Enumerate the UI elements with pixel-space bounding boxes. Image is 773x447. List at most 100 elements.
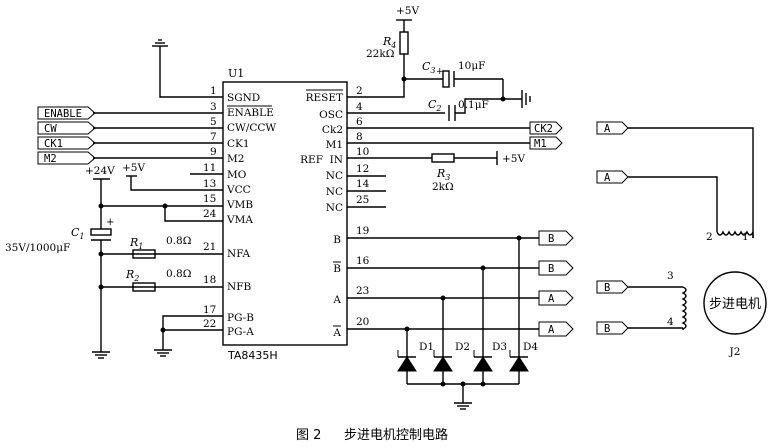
phase-tag-a: A — [548, 293, 555, 305]
r3-value: 2kΩ — [432, 181, 454, 193]
motor-pin-2: 2 — [706, 231, 713, 243]
caption-text: 步进电机控制电路 — [344, 427, 448, 443]
r2-ref: R2 — [125, 268, 139, 283]
pin-name-a: A — [332, 294, 341, 306]
pin-num-3: 3 — [210, 101, 217, 113]
pin-num-15: 15 — [203, 193, 216, 205]
pin-num-18: 18 — [203, 274, 216, 286]
diode-label-d3: D3 — [492, 341, 507, 353]
pin-name-nfa: NFA — [227, 248, 251, 260]
pin-num-10: 10 — [356, 146, 369, 158]
input-tags: ENABLE CW CK1 M2 — [37, 106, 96, 165]
c2-value: 0.1μF — [458, 99, 489, 111]
pin-num-1: 1 — [210, 85, 217, 97]
motor-pin-3: 3 — [667, 270, 674, 282]
phase-tag-bbar: B — [548, 263, 554, 275]
pin-name-m2: M2 — [227, 153, 244, 165]
pin-num-13: 13 — [203, 178, 216, 190]
motor-tag-a-2: A — [604, 172, 611, 184]
right-top-circuit: 2 4 6 8 10 12 14 25 +5V R4 22kΩ C3 + 10μ… — [347, 5, 563, 208]
pin-num-14: 14 — [356, 178, 370, 190]
input-tag-enable: ENABLE — [44, 108, 82, 120]
phase-tag-b: B — [548, 233, 554, 245]
figure-caption: 图 2 步进电机控制电路 — [296, 427, 448, 443]
pin-name-pgb: PG-B — [227, 312, 254, 324]
pin-num-24: 24 — [203, 208, 217, 220]
left-pin-wires: 1 3 5 7 9 11 +5V 13 +24V 15 24 + C1 — [5, 39, 223, 359]
motor-tag-a-1: A — [604, 123, 611, 135]
c3-value: 10μF — [458, 60, 485, 72]
pin-name-ck1: CK1 — [227, 138, 250, 150]
v5-label-left: +5V — [122, 162, 145, 174]
output-tag-ck2: CK2 — [534, 123, 553, 135]
pin-name-mo: MO — [227, 169, 247, 181]
pin-num-23: 23 — [356, 285, 369, 297]
pin-name-bbar: B — [333, 263, 341, 275]
pin-name-reset: RESET — [306, 92, 343, 104]
pin-name-refin: REF IN — [300, 154, 343, 166]
pin-name-vma: VMA — [226, 214, 253, 226]
diode-d4 — [509, 356, 529, 384]
v5-label-ref: +5V — [502, 153, 525, 165]
motor-pin-4: 4 — [667, 316, 674, 328]
pin-name-nc-1: NC — [326, 170, 343, 182]
pin-name-m1: M1 — [326, 139, 343, 151]
pin-num-25: 25 — [356, 194, 369, 206]
pin-name-ck2: Ck2 — [322, 124, 343, 136]
diode-d2 — [433, 356, 453, 384]
c1-ref: C1 — [71, 226, 85, 241]
r2-value: 0.8Ω — [166, 268, 192, 280]
svg-text:+: + — [106, 217, 114, 228]
input-tag-ck1: CK1 — [44, 138, 63, 150]
pin-num-12: 12 — [356, 163, 369, 175]
diode-label-d1: D1 — [419, 341, 434, 353]
pin-num-5: 5 — [210, 116, 217, 128]
motor-connector: J2 — [729, 346, 741, 358]
diode-d1 — [397, 356, 417, 384]
pin-name-nfb: NFB — [227, 281, 251, 293]
phase-tag-abar: A — [548, 324, 555, 336]
r4-ref: R4 — [382, 35, 396, 50]
r1-ref: R1 — [129, 236, 143, 251]
caption-number: 图 2 — [296, 428, 321, 443]
diode-label-d2: D2 — [455, 341, 470, 353]
pin-num-2: 2 — [356, 85, 363, 97]
c3-ref: C3 — [422, 60, 436, 75]
motor-tag-b-1: B — [604, 282, 610, 294]
pin-name-vcc: VCC — [226, 184, 251, 196]
pin-num-6: 6 — [356, 116, 363, 128]
v5-label-top: +5V — [396, 5, 419, 17]
r1-value: 0.8Ω — [166, 235, 192, 247]
motor-tag-b-2: B — [604, 323, 610, 335]
pin-name-b: B — [333, 234, 341, 246]
pin-num-20: 20 — [356, 316, 369, 328]
ic-u1: U1 TA8435H SGND ENABLE CW/CCW CK1 M2 MO … — [222, 67, 348, 362]
pin-name-nc-3: NC — [326, 202, 343, 214]
diode-d3 — [473, 356, 493, 384]
motor-label: 步进电机 — [709, 297, 761, 312]
input-tag-m2: M2 — [44, 153, 57, 165]
pin-name-sgnd: SGND — [227, 92, 260, 104]
phase-outputs: 19 16 23 20 B B A A — [347, 225, 574, 410]
pin-num-9: 9 — [210, 146, 217, 158]
r4-value: 22kΩ — [366, 48, 395, 60]
pin-num-22: 22 — [203, 318, 216, 330]
c1-value: 35V/1000μF — [5, 242, 70, 254]
pin-num-21: 21 — [203, 241, 216, 253]
pin-num-19: 19 — [356, 225, 369, 237]
pin-name-enable: ENABLE — [227, 107, 274, 119]
pin-num-7: 7 — [210, 131, 217, 143]
svg-text:+: + — [436, 67, 444, 77]
pin-num-4: 4 — [356, 101, 363, 113]
stepper-motor: A A B B 2 1 3 4 步进电机 J2 — [596, 121, 767, 358]
pin-num-17: 17 — [203, 304, 216, 316]
pin-name-vmb: VMB — [226, 199, 253, 211]
pin-name-abar: A — [332, 327, 341, 339]
input-tag-cw: CW — [44, 123, 57, 135]
pin-name-nc-2: NC — [326, 186, 343, 198]
pin-num-8: 8 — [356, 131, 363, 143]
ic-part-label: TA8435H — [227, 349, 278, 362]
ic-ref-label: U1 — [228, 67, 244, 80]
pin-name-osc: OSC — [319, 109, 343, 121]
